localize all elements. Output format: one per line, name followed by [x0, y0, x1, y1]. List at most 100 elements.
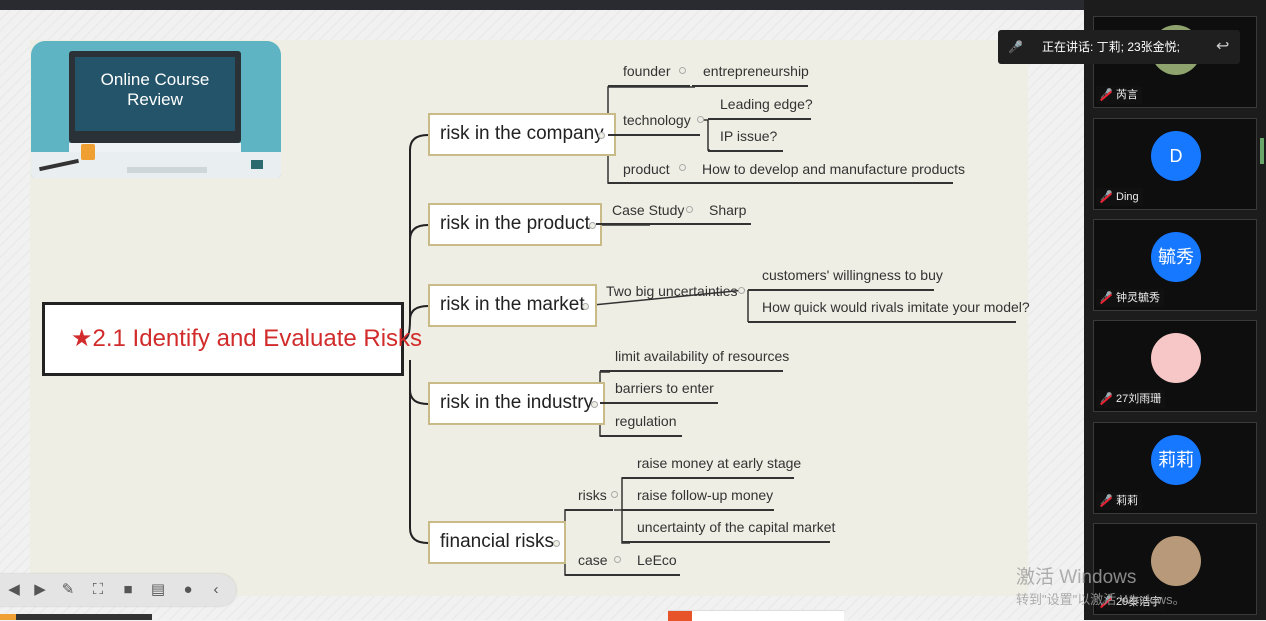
collapse-circle-icon[interactable]: [614, 556, 621, 563]
avatar: 莉莉: [1151, 435, 1201, 485]
collapse-circle-icon[interactable]: [582, 303, 589, 310]
topic-leeco[interactable]: LeEco: [637, 552, 677, 568]
topic-raise-early[interactable]: raise money at early stage: [637, 455, 802, 471]
underline: [692, 85, 808, 87]
underline: [565, 574, 680, 576]
participant-tile[interactable]: D 🎤Ding: [1093, 118, 1257, 210]
bottom-widget[interactable]: [668, 610, 844, 621]
pen-icon[interactable]: ✎: [61, 581, 75, 598]
logo-screen: Online Course Review: [75, 57, 235, 131]
underline: [622, 541, 830, 543]
mic-muted-icon: 🎤: [1100, 495, 1113, 506]
participant-tile[interactable]: 莉莉 🎤莉莉: [1093, 422, 1257, 514]
branch-risk-in-company[interactable]: risk in the company: [428, 113, 616, 156]
underline: [622, 477, 794, 479]
topic-regulation[interactable]: regulation: [615, 413, 677, 429]
comment-icon[interactable]: ▤: [150, 581, 166, 598]
collapse-circle-icon[interactable]: [697, 116, 704, 123]
prev-icon[interactable]: ◀: [8, 581, 20, 598]
camera-icon[interactable]: ■: [123, 581, 133, 598]
collapse-circle-icon[interactable]: [598, 132, 605, 139]
participant-tile[interactable]: 🎤29秦浩宇: [1093, 523, 1257, 615]
mug-icon: [81, 144, 95, 160]
collapse-circle-icon[interactable]: [591, 401, 598, 408]
branch-risk-in-industry[interactable]: risk in the industry: [428, 382, 606, 425]
topic-entrepreneurship[interactable]: entrepreneurship: [703, 63, 809, 79]
play-icon[interactable]: ▶: [34, 581, 46, 598]
underline: [608, 134, 700, 136]
underline: [565, 509, 613, 511]
screenshot-icon[interactable]: ⛶: [92, 581, 104, 598]
return-arrow-icon[interactable]: ↩: [1216, 38, 1230, 55]
underline: [600, 370, 783, 372]
participant-name-tag: 🎤钟灵毓秀: [1096, 289, 1164, 307]
participant-tile[interactable]: 🎤27刘雨珊: [1093, 320, 1257, 412]
underline: [608, 85, 690, 87]
avatar: [1151, 536, 1201, 586]
topic-case[interactable]: case: [578, 552, 608, 568]
participant-name-tag: 🎤29秦浩宇: [1096, 593, 1166, 611]
branch-risk-in-product[interactable]: risk in the product: [428, 203, 602, 246]
app-badge-icon: [668, 611, 692, 621]
online-course-review-logo: Online Course Review: [31, 41, 281, 178]
activation-watermark-subtitle: 转到"设置"以激活 Windows。: [1016, 592, 1186, 607]
collapse-circle-icon[interactable]: [611, 491, 618, 498]
participant-name: 29秦浩宇: [1116, 596, 1162, 608]
collapse-circle-icon[interactable]: [553, 540, 560, 547]
topic-limit-resources[interactable]: limit availability of resources: [615, 348, 790, 364]
participant-name: 钟灵毓秀: [1116, 292, 1160, 304]
mic-muted-icon: 🎤: [1100, 89, 1113, 100]
underline: [600, 435, 682, 437]
branch-risk-in-market[interactable]: risk in the market: [428, 284, 597, 327]
collapse-circle-icon[interactable]: [686, 206, 693, 213]
desk-graphic: [31, 152, 281, 178]
participant-name: 芮言: [1116, 89, 1138, 101]
branch-financial-risks[interactable]: financial risks: [428, 521, 567, 564]
more-icon[interactable]: ●: [183, 581, 193, 598]
topic-ip-issue[interactable]: IP issue?: [720, 128, 778, 144]
taskbar-accent: [0, 614, 16, 620]
topic-product[interactable]: product: [623, 161, 670, 177]
underline: [622, 509, 774, 511]
participant-tile[interactable]: 毓秀 🎤钟灵毓秀: [1093, 219, 1257, 311]
mic-muted-icon: 🎤: [1100, 191, 1113, 202]
speaking-text: 正在讲话: 丁莉; 23张金悦;: [1042, 40, 1181, 54]
underline: [708, 118, 811, 120]
scroll-indicator[interactable]: [1260, 138, 1264, 164]
topic-rivals-imitate[interactable]: How quick would rivals imitate your mode…: [762, 299, 1030, 315]
avatar: D: [1151, 131, 1201, 181]
topic-technology[interactable]: technology: [623, 112, 691, 128]
participant-name: Ding: [1116, 191, 1139, 203]
underline: [708, 150, 783, 152]
mic-muted-icon: 🎤: [1100, 596, 1113, 607]
topic-two-big-uncertainties[interactable]: Two big uncertainties: [606, 283, 738, 299]
topic-case-study[interactable]: Case Study: [612, 202, 685, 218]
top-bar: [0, 0, 1266, 10]
underline: [608, 182, 953, 184]
box-graphic: [251, 160, 263, 169]
root-topic-text: 2.1 Identify and Evaluate Risks: [92, 325, 423, 352]
topic-capital-market[interactable]: uncertainty of the capital market: [637, 519, 836, 535]
collapse-icon[interactable]: ‹: [213, 581, 219, 598]
topic-develop-manufacture[interactable]: How to develop and manufacture products: [702, 161, 966, 177]
root-topic[interactable]: ★2.1 Identify and Evaluate Risks: [42, 302, 422, 376]
underline: [596, 223, 751, 225]
topic-risks[interactable]: risks: [578, 487, 607, 503]
slide-toolbar: ◀ ▶ ✎ ⛶ ■ ▤ ● ‹: [0, 574, 236, 606]
collapse-circle-icon[interactable]: [589, 222, 596, 229]
topic-customers-willingness[interactable]: customers' willingness to buy: [762, 267, 943, 283]
underline: [748, 321, 1016, 323]
topic-sharp[interactable]: Sharp: [709, 202, 747, 218]
topic-raise-followup[interactable]: raise follow-up money: [637, 487, 774, 503]
topic-leading-edge[interactable]: Leading edge?: [720, 96, 813, 112]
topic-founder[interactable]: founder: [623, 63, 671, 79]
participant-name-tag: 🎤Ding: [1096, 188, 1143, 206]
avatar: 毓秀: [1151, 232, 1201, 282]
collapse-circle-icon[interactable]: [679, 164, 686, 171]
participant-name-tag: 🎤芮言: [1096, 86, 1142, 104]
collapse-circle-icon[interactable]: [679, 67, 686, 74]
topic-barriers-to-enter[interactable]: barriers to enter: [615, 380, 714, 396]
avatar: [1151, 333, 1201, 383]
participant-name-tag: 🎤27刘雨珊: [1096, 390, 1166, 408]
collapse-circle-icon[interactable]: [738, 287, 745, 294]
